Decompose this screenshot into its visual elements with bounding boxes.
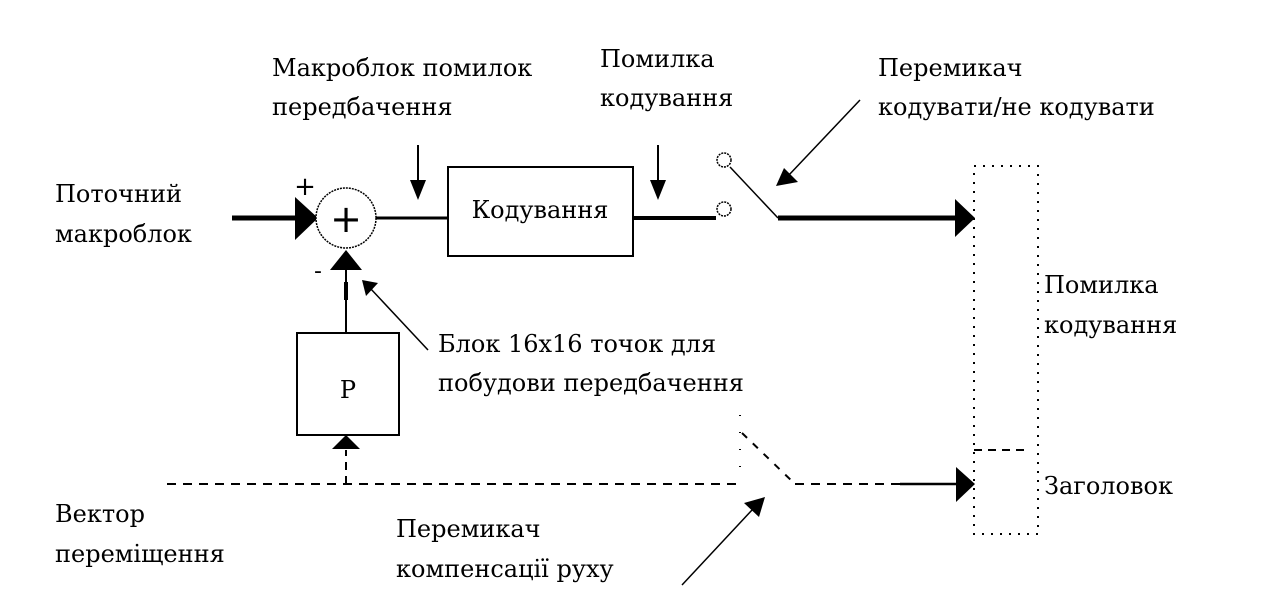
switch-contact-top xyxy=(716,152,732,168)
plus-input-sign: + xyxy=(294,172,316,202)
prediction-error-pointer xyxy=(410,145,426,200)
switch-lever xyxy=(729,166,779,219)
minus-input-sign: - xyxy=(314,259,322,284)
block-16x16-pointer xyxy=(362,280,429,351)
predictor-to-summator-arrow xyxy=(330,250,362,333)
code-switch-pointer xyxy=(776,99,861,186)
motion-comp-switch xyxy=(739,415,900,485)
motion-comp-switch-pointer xyxy=(681,497,765,586)
coding-block: Кодування xyxy=(447,166,634,257)
code-switch xyxy=(716,152,779,219)
input-arrow xyxy=(232,197,318,240)
summator: + + - xyxy=(294,172,377,284)
coding-error-top-label: Помилка кодування xyxy=(600,45,733,112)
predictor-block: P xyxy=(296,332,400,436)
predictor-block-label: P xyxy=(340,376,356,404)
motion-vector-line xyxy=(167,435,740,485)
coding-error-right-label: Помилка кодування xyxy=(1044,271,1177,339)
motion-comp-switch-label: Перемикач компенсації руху xyxy=(396,515,614,583)
bitstream-frame xyxy=(973,165,1039,535)
prediction-error-macroblock-label: Макроблок помилок передбачення xyxy=(272,54,540,121)
coding-block-label: Кодування xyxy=(472,196,609,224)
coding-error-pointer xyxy=(650,145,666,200)
motion-vector-label: Вектор переміщення xyxy=(55,500,225,568)
switch-contact-bottom xyxy=(716,201,732,217)
code-switch-label: Перемикач кодувати/не кодувати xyxy=(878,54,1155,121)
output-arrow-coding-error xyxy=(778,199,975,237)
output-arrow-header xyxy=(900,467,975,502)
current-macroblock-label: Поточний макроблок xyxy=(55,180,192,248)
header-label: Заголовок xyxy=(1044,472,1173,500)
summator-symbol: + xyxy=(330,197,362,241)
block-16x16-label: Блок 16х16 точок для побудови передбачен… xyxy=(438,330,744,397)
